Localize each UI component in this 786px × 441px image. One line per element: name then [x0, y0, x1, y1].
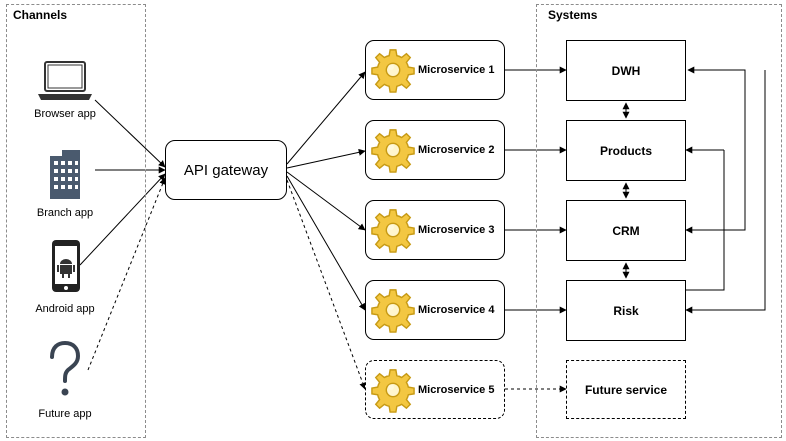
- microservice-5-label: Microservice 5: [418, 383, 495, 396]
- question-mark-icon: [50, 340, 81, 396]
- gear-icon: [371, 368, 415, 413]
- channels-group: [6, 4, 146, 438]
- edge-gateway-ms2: [286, 148, 366, 169]
- laptop-icon: [38, 61, 92, 100]
- system-crm-node[interactable]: CRM: [566, 200, 686, 261]
- edge-gateway-ms1: [286, 71, 366, 165]
- gear-icon: [371, 49, 415, 93]
- channels-group-title: Channels: [13, 8, 68, 22]
- microservice-3-label: Microservice 3: [418, 224, 495, 236]
- system-products-node[interactable]: Products: [566, 120, 686, 181]
- edge-android-gateway: [79, 173, 166, 266]
- channel-label-android: Android app: [35, 303, 95, 315]
- system-risk-node[interactable]: Risk: [566, 280, 686, 341]
- api-gateway-label: API gateway: [183, 161, 269, 179]
- channel-label-branch: Branch app: [36, 207, 94, 219]
- systems-group-title: Systems: [548, 8, 598, 22]
- channel-label-browser: Browser app: [34, 108, 96, 120]
- systems-group: [536, 4, 782, 438]
- future-service-label: Future service: [584, 382, 668, 397]
- edge-future-gateway: [87, 177, 166, 371]
- microservice-4-node[interactable]: Microservice 4: [365, 280, 505, 340]
- edge-gateway-ms5: [286, 179, 367, 390]
- future-service-node[interactable]: Future service: [566, 360, 686, 419]
- edge-risk-products-loop: [686, 150, 725, 291]
- edge-risk-loop: [685, 70, 766, 314]
- microservice-4-label: Microservice 4: [418, 304, 495, 316]
- gear-icon: [371, 209, 415, 253]
- microservice-1-label: Microservice 1: [418, 64, 495, 76]
- edge-crm-loop: [685, 66, 746, 234]
- building-icon: [50, 150, 80, 199]
- api-gateway-node[interactable]: API gateway: [165, 140, 287, 200]
- android-phone-icon: [52, 240, 80, 292]
- gear-icon: [371, 289, 415, 333]
- edge-browser-gateway: [94, 99, 166, 168]
- microservice-2-label: Microservice 2: [418, 144, 495, 156]
- gear-icon: [371, 129, 415, 173]
- microservice-3-node[interactable]: Microservice 3: [365, 200, 505, 260]
- channel-label-future: Future app: [38, 408, 92, 420]
- system-risk-label: Risk: [613, 303, 639, 318]
- system-dwh-label: DWH: [611, 63, 641, 78]
- microservice-2-node[interactable]: Microservice 2: [365, 120, 505, 180]
- microservice-1-node[interactable]: Microservice 1: [365, 40, 505, 100]
- system-products-label: Products: [599, 143, 652, 158]
- system-dwh-node[interactable]: DWH: [566, 40, 686, 101]
- edge-gateway-ms4: [286, 175, 366, 311]
- edge-gateway-ms3: [286, 171, 366, 231]
- system-crm-label: CRM: [612, 223, 640, 238]
- microservice-5-node[interactable]: Microservice 5: [365, 360, 505, 419]
